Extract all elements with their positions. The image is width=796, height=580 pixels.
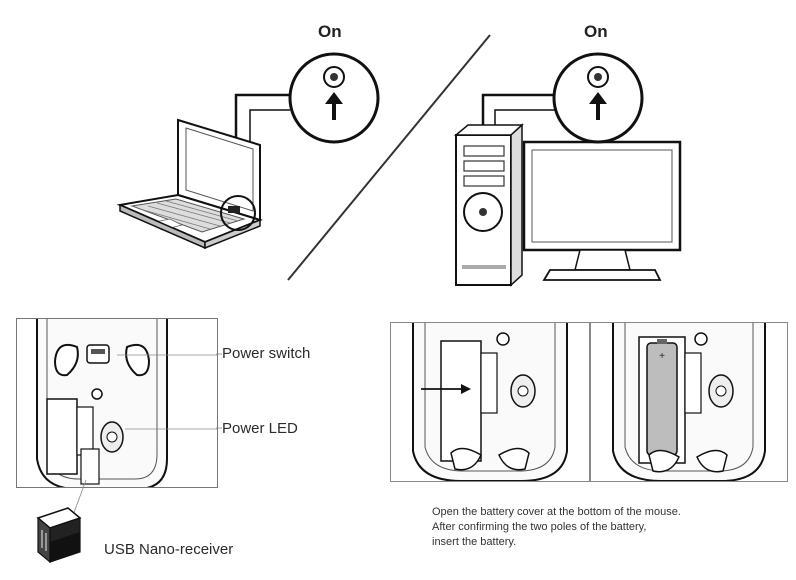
instruction-line: insert the battery. <box>432 536 517 548</box>
label-leader-lines <box>216 340 226 440</box>
desktop-on-label: On <box>584 22 608 41</box>
mouse-bottom-illustration <box>16 318 218 488</box>
battery-instructions: Open the battery cover at the bottom of … <box>432 505 681 550</box>
laptop-usb-illustration <box>110 20 390 260</box>
power-led-label: Power LED <box>222 420 298 437</box>
laptop-on-label: On <box>318 22 342 41</box>
instruction-line: Open the battery cover at the bottom of … <box>432 506 681 518</box>
battery-inserted-illustration: + <box>590 322 788 482</box>
power-switch-label: Power switch <box>222 345 311 362</box>
svg-text:+: + <box>659 351 665 362</box>
instruction-line: After confirming the two poles of the ba… <box>432 521 647 533</box>
usb-nano-receiver-illustration <box>28 470 108 575</box>
usb-nano-receiver-label: USB Nano-receiver <box>104 541 234 558</box>
desktop-usb-illustration <box>440 20 700 290</box>
panel-divider <box>280 30 500 290</box>
battery-cover-open-illustration <box>390 322 590 482</box>
